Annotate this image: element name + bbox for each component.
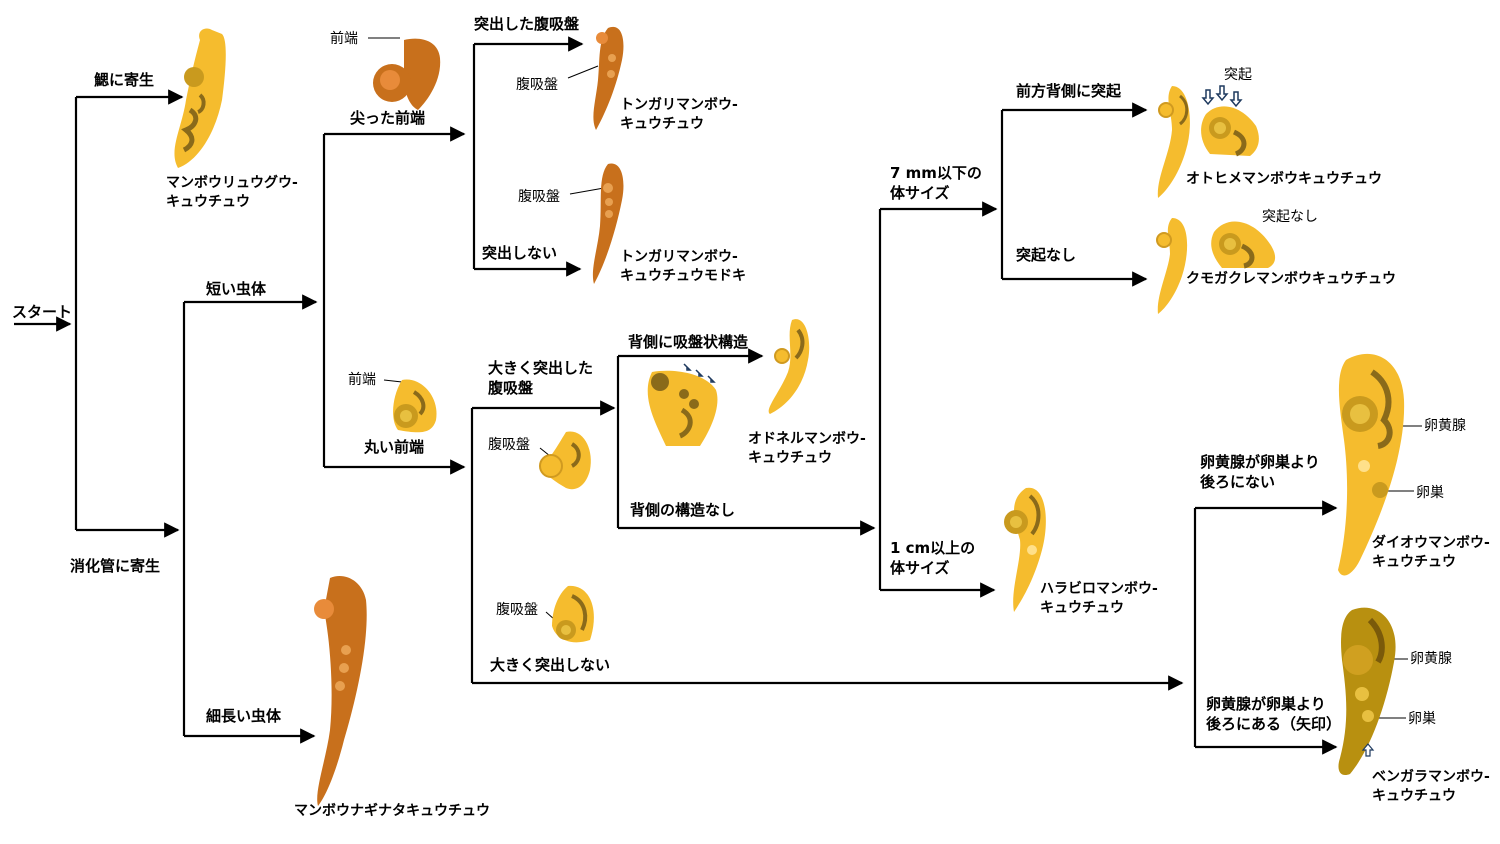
annot-ovary-2: 卵巣 xyxy=(1408,711,1436,727)
annot-ventral-sucker-2: 腹吸盤 xyxy=(518,189,560,205)
specimen-otohime xyxy=(1157,85,1259,198)
branch-anterior-process: 前方背側に突起 xyxy=(1016,82,1122,100)
specimen-tongari-modoki xyxy=(592,163,624,284)
arrow-icon xyxy=(1361,743,1375,757)
annot-front-end-2: 前端 xyxy=(348,372,376,388)
species-kumogakure: クモガクレマンボウキュウチュウ xyxy=(1186,271,1396,287)
specimen-bengara xyxy=(1338,607,1396,776)
annot-vitellarium-1: 卵黄腺 xyxy=(1424,418,1466,434)
branch-pointed-front: 尖った前端 xyxy=(350,109,426,127)
branch-vit-behind: 卵黄腺が卵巣より 後ろにある（矢印） xyxy=(1206,695,1342,733)
species-bengara: ベンガラマンボウ-キュウチュウ xyxy=(1372,769,1490,804)
annot-front-end-1: 前端 xyxy=(330,31,358,47)
species-daiou: ダイオウマンボウ-キュウチュウ xyxy=(1372,535,1490,570)
start-label: スタート xyxy=(12,303,73,321)
annot-process: 突起 xyxy=(1224,67,1252,83)
branch-vit-not-behind: 卵黄腺が卵巣より 後ろにない xyxy=(1200,453,1320,491)
tree-lines xyxy=(14,36,1338,755)
branch-size-large: 1 cm以上の 体サイズ xyxy=(890,539,976,577)
specimen-odoneru xyxy=(768,319,810,414)
branch-no-process: 突起なし xyxy=(1016,246,1077,264)
specimen-not-large-sucker xyxy=(552,585,594,643)
arrow-icon xyxy=(683,363,716,383)
specimen-kumogakure xyxy=(1156,218,1276,314)
branch-round-front: 丸い前端 xyxy=(364,438,425,456)
specimen-naginata xyxy=(314,576,367,806)
arrow-icon xyxy=(1201,85,1243,108)
specimen-round-front xyxy=(393,379,437,433)
branch-not-large-protruding: 大きく突出しない xyxy=(490,656,611,674)
species-mola-gill: マンボウリュウグウ-キュウチュウ xyxy=(166,175,298,210)
specimen-pointed-front xyxy=(373,38,441,111)
specimen-dorsal-structure xyxy=(647,363,718,446)
annot-ventral-sucker-1: 腹吸盤 xyxy=(516,77,558,93)
branch-large-protruding: 大きく突出した 腹吸盤 xyxy=(488,359,594,397)
species-odoneru: オドネルマンボウ-キュウチュウ xyxy=(748,431,866,466)
specimen-harabiro xyxy=(1004,487,1046,612)
branch-gill: 鰓に寄生 xyxy=(94,71,155,89)
species-tongari: トンガリマンボウ-キュウチュウ xyxy=(620,97,738,132)
species-tongari-modoki: トンガリマンボウ-キュウチュウモドキ xyxy=(620,249,746,284)
annot-ovary-1: 卵巣 xyxy=(1416,485,1444,501)
branch-not-protruding: 突出しない xyxy=(482,244,558,262)
annot-ventral-sucker-3: 腹吸盤 xyxy=(488,437,530,453)
specimen-tongari xyxy=(593,26,624,130)
branch-protruding-sucker: 突出した腹吸盤 xyxy=(474,15,580,33)
species-naginata: マンボウナギナタキュウチュウ xyxy=(294,803,490,819)
specimen-mola-gill xyxy=(174,28,226,168)
species-harabiro: ハラビロマンボウ-キュウチュウ xyxy=(1040,581,1158,616)
annot-ventral-sucker-4: 腹吸盤 xyxy=(496,602,538,618)
branch-no-dorsal-structure: 背側の構造なし xyxy=(630,501,736,519)
branch-short-body: 短い虫体 xyxy=(206,280,267,298)
branch-dorsal-structure: 背側に吸盤状構造 xyxy=(628,333,749,351)
branch-size-small: 7 mm以下の 体サイズ xyxy=(890,164,982,202)
annot-no-process: 突起なし xyxy=(1262,209,1318,225)
specimen-daiou xyxy=(1338,353,1405,576)
specimen-large-sucker xyxy=(539,431,591,490)
species-otohime: オトヒメマンボウキュウチュウ xyxy=(1186,171,1382,187)
branch-gut: 消化管に寄生 xyxy=(70,557,161,575)
branch-long-body: 細長い虫体 xyxy=(206,707,282,725)
annot-vitellarium-2: 卵黄腺 xyxy=(1410,651,1452,667)
